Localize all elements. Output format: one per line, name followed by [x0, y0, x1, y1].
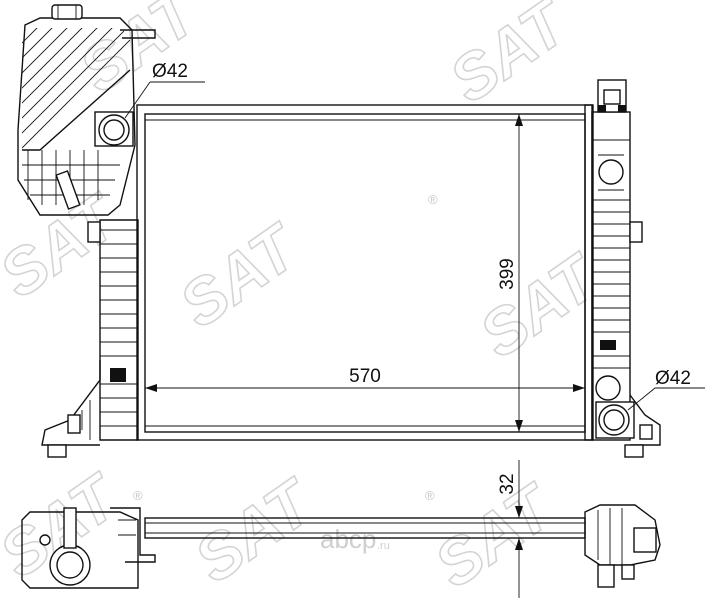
height-label: 399 — [497, 258, 518, 290]
watermark-registered: ® — [425, 488, 435, 503]
right-mount-bracket — [629, 394, 661, 446]
top-left-outlet — [94, 111, 134, 147]
watermark-brand: SAT — [422, 469, 568, 600]
right-tank-side-tab — [629, 221, 643, 243]
dimension-height: 399 — [497, 114, 523, 432]
radiator-front-view — [17, 4, 661, 458]
left-mount-foot — [47, 444, 67, 458]
depth-label: 32 — [497, 473, 518, 494]
dimension-depth: 32 — [497, 460, 523, 598]
watermark-brand: SAT — [467, 239, 613, 371]
reservoir-overflow-pipe — [120, 29, 156, 39]
right-tank-pipe — [597, 564, 615, 588]
watermark-brand: SAT — [182, 464, 328, 596]
right-mount-foot — [624, 444, 644, 458]
right-tank-top-view — [584, 504, 661, 566]
outlet-bottom-label: Ø42 — [655, 368, 691, 389]
watermark-site-suffix: .ru — [377, 540, 390, 552]
dimension-outlet-bottom: Ø42 — [627, 368, 705, 411]
watermark-brand: SAT — [67, 0, 213, 106]
right-tank — [584, 79, 661, 458]
watermark-registered: ® — [133, 488, 143, 503]
left-mount-bolt — [67, 414, 81, 434]
reservoir-hose — [110, 507, 156, 563]
watermark-site: abcp — [320, 524, 376, 554]
watermark-brand: SAT — [437, 0, 583, 116]
reservoir-neck — [63, 507, 77, 549]
reservoir-hatching — [22, 28, 130, 150]
watermark-registered: ® — [428, 192, 438, 207]
left-tank-ribs — [100, 229, 138, 427]
dimension-width: 570 — [145, 366, 585, 392]
dimension-outlet-top: Ø42 — [124, 61, 205, 119]
expansion-reservoir — [17, 4, 156, 216]
watermark-brand: SAT — [167, 209, 313, 341]
right-tank-upper-port — [598, 159, 624, 185]
right-tank-ribs — [592, 139, 630, 369]
right-tank-drain — [600, 340, 616, 350]
radiator-top-view — [21, 504, 661, 589]
left-tank-side-tab — [87, 221, 101, 243]
outlet-top-label: Ø42 — [152, 61, 188, 82]
left-tank-drain — [110, 368, 126, 382]
reservoir-cap — [51, 4, 83, 20]
width-label: 570 — [349, 366, 381, 387]
reservoir-top-view — [21, 511, 139, 589]
